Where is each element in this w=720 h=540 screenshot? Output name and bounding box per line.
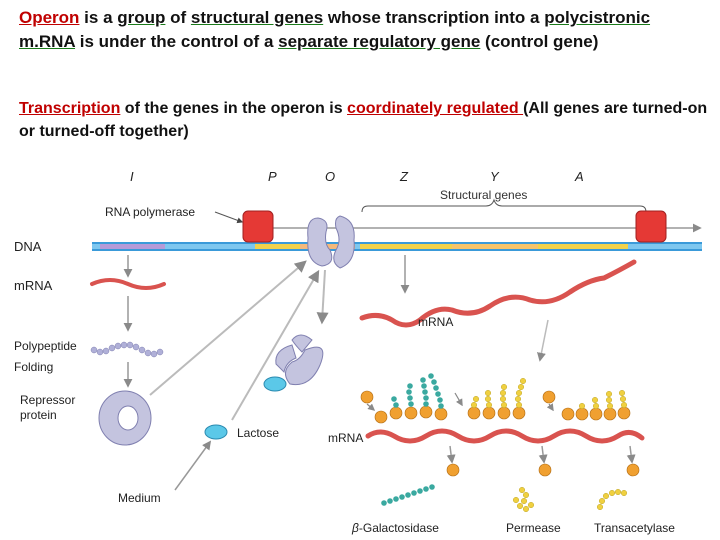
arrow-operator-release	[316, 269, 329, 325]
gene-label-a: A	[574, 169, 584, 184]
mrna-label-bottom: mRNA	[328, 431, 363, 445]
arrow-translation	[536, 319, 549, 362]
permease-label: Permease	[506, 521, 561, 535]
bound-repressor	[307, 215, 355, 269]
arrow-lactose-to-repressor	[231, 269, 320, 421]
mrna-label-middle: mRNA	[418, 315, 453, 329]
permease-chains	[471, 378, 527, 409]
repressor-label-line1: Repressor	[20, 393, 75, 407]
gene-label-o: O	[325, 169, 335, 184]
bound-lactose	[263, 376, 287, 392]
galactosidase-chains	[391, 373, 444, 409]
gene-a-segment	[538, 244, 628, 249]
term-transcription: Transcription	[19, 100, 121, 117]
arrow-medium-to-lactose	[174, 440, 212, 491]
mrna-label-left: mRNA	[14, 278, 53, 293]
text-segment: is under the control of a	[75, 32, 279, 51]
rna-polymerase-pointer	[214, 211, 244, 224]
arrow-repressor-to-operator	[149, 260, 307, 396]
term-structural-genes: structural genes	[190, 8, 324, 27]
operon-definition: Operon is a group of structural genes wh…	[19, 6, 709, 54]
lactose-label: Lactose	[237, 426, 279, 440]
lactose-molecule	[204, 424, 228, 440]
translated-mrna	[365, 428, 645, 444]
ribosome-movement-arrows	[366, 392, 554, 412]
dna-edge-top	[92, 242, 702, 244]
gene-label-y: Y	[490, 169, 500, 184]
dna-strand	[92, 242, 702, 251]
gene-z-segment	[360, 244, 452, 249]
repressor-label-line2: protein	[20, 408, 57, 422]
polypeptide-chain	[90, 341, 164, 358]
transacetylase-product	[597, 489, 628, 511]
text-segment: (All genes are turned-on or turned-off t…	[19, 100, 708, 140]
medium-label: Medium	[118, 491, 161, 505]
rna-polymerase-label: RNA polymerase	[105, 205, 195, 219]
repressor-mrna	[90, 278, 166, 290]
free-repressor-protein	[98, 390, 152, 446]
text-segment: is a	[79, 8, 118, 27]
released-ribosome-2	[538, 463, 552, 477]
structural-genes-label: Structural genes	[440, 188, 527, 202]
beta-galactosidase-product	[381, 484, 435, 506]
term-operon: Operon	[19, 8, 80, 27]
transacetylase-label: Transacetylase	[594, 521, 675, 535]
term-regulatory-gene: separate regulatory gene	[278, 32, 481, 51]
released-ribosome-3	[626, 463, 640, 477]
released-ribosome-1	[446, 463, 460, 477]
transcription-statement: Transcription of the genes in the operon…	[19, 97, 709, 143]
transacetylase-chains	[579, 390, 628, 410]
dna-label: DNA	[14, 239, 42, 254]
lac-operon-diagram: I P O Z Y A Structural genes RNA polymer…	[14, 169, 702, 535]
polypeptide-label: Polypeptide	[14, 339, 77, 353]
permease-product	[513, 487, 535, 513]
promoter-segment	[255, 244, 300, 249]
dna-edge-bottom	[92, 249, 702, 251]
text-segment: of the genes in the operon is	[120, 100, 348, 117]
beta-galactosidase-label: β-Galactosidase	[351, 521, 439, 535]
beta-symbol: β	[351, 521, 359, 535]
gene-i-segment	[100, 244, 165, 249]
galactosidase-name: -Galactosidase	[359, 521, 439, 535]
gene-y-segment	[452, 244, 538, 249]
gene-label-p: P	[268, 169, 277, 184]
gene-label-z: Z	[399, 169, 409, 184]
rna-polymerase-end	[635, 210, 667, 243]
ribosomes	[360, 390, 631, 424]
inactive-repressor	[275, 334, 324, 386]
polycistronic-mrna	[359, 259, 637, 328]
term-polycistronic-mrna: polycistronic m.RNA	[19, 8, 651, 51]
release-arrows	[446, 445, 636, 464]
text-segment: (control gene)	[480, 32, 599, 51]
gene-label-i: I	[130, 169, 134, 184]
folding-label: Folding	[14, 360, 53, 374]
text-segment: whose transcription into a	[323, 8, 545, 27]
text-segment: of	[165, 8, 191, 27]
rna-polymerase-start	[242, 210, 274, 243]
term-coordinately-regulated: coordinately regulated	[347, 100, 524, 117]
structural-genes-bracket	[361, 198, 647, 213]
term-group: group	[117, 8, 166, 27]
